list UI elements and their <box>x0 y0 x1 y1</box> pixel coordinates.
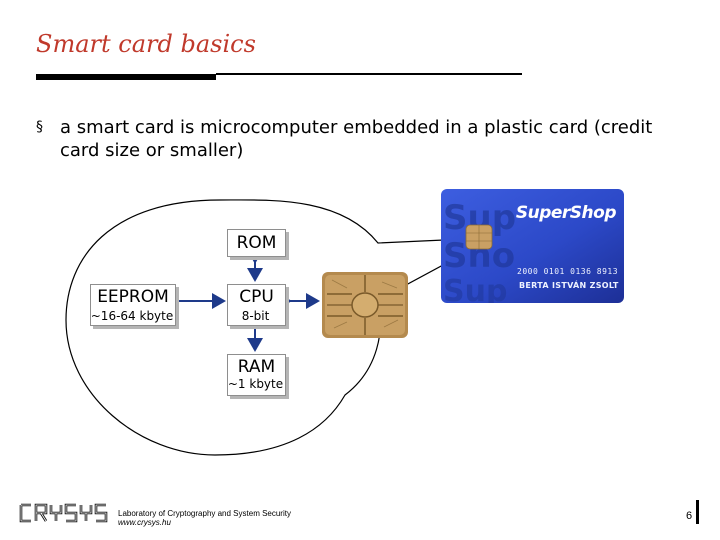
rom-box: ROM <box>227 229 286 257</box>
ram-sub: ~1 kbyte <box>227 377 284 391</box>
eeprom-label: EEPROM <box>97 287 169 307</box>
title-rule-thick <box>36 74 216 80</box>
ram-label: RAM <box>237 357 276 377</box>
crysys-logo <box>18 502 110 524</box>
title-rule-thin <box>216 73 522 75</box>
page-number: 6 <box>686 510 693 522</box>
cpu-box: CPU <box>227 284 286 326</box>
smart-card-photo: Sup Sho Sup SuperShop 2000 0101 0136 891… <box>441 189 624 303</box>
cpu-label: CPU <box>239 287 274 307</box>
chip-contact-image <box>322 272 408 338</box>
footer-text: Laboratory of Cryptography and System Se… <box>118 509 291 527</box>
svg-text:Sup: Sup <box>443 274 507 303</box>
slide-title: Smart card basics <box>36 30 256 58</box>
cpu-sub: 8-bit <box>241 309 270 323</box>
footer-lab: Laboratory of Cryptography and System Se… <box>118 509 291 518</box>
bullet-text: a smart card is microcomputer embedded i… <box>60 117 653 161</box>
card-background: Sup Sho Sup <box>441 189 624 303</box>
rom-label: ROM <box>236 233 277 253</box>
card-number: 2000 0101 0136 8913 <box>517 267 619 276</box>
eeprom-box: EEPROM <box>90 284 176 326</box>
eeprom-sub: ~16-64 kbyte <box>90 309 174 323</box>
card-brand: SuperShop <box>515 203 617 223</box>
ram-box: RAM <box>227 354 286 396</box>
footer-url[interactable]: www.crysys.hu <box>118 518 171 527</box>
page-number-bar <box>696 500 699 524</box>
bullet-marker-icon: § <box>36 119 43 135</box>
card-holder: BERTA ISTVÁN ZSOLT <box>519 281 619 290</box>
